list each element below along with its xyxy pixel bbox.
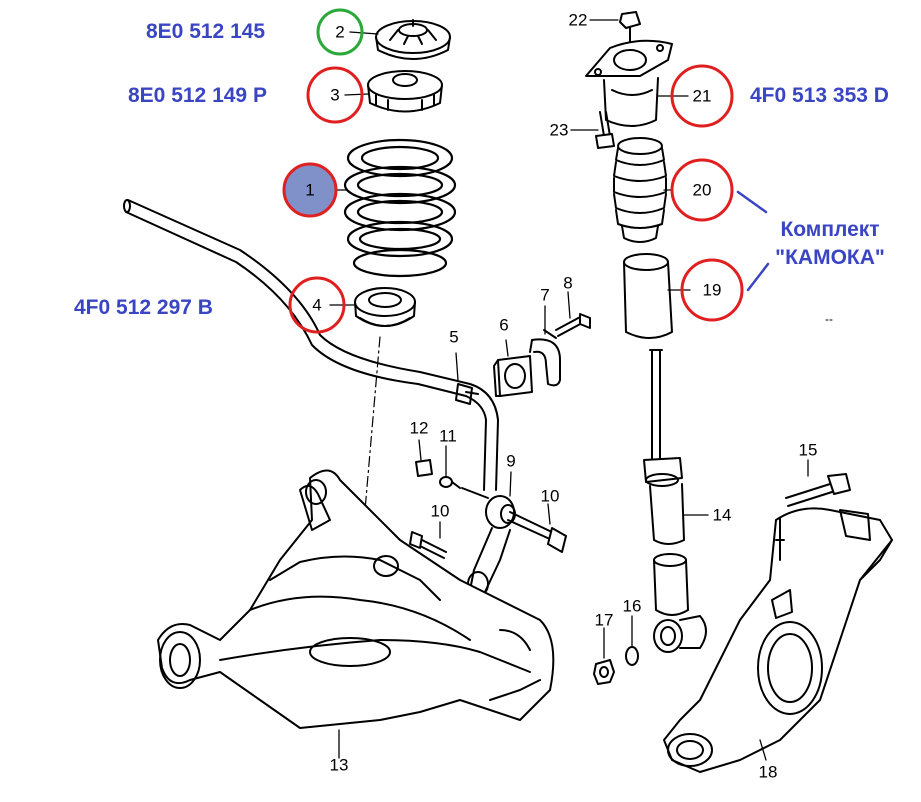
callout-15: 15 [799,441,818,460]
callout-19: 19 [703,281,722,300]
callout-7: 7 [540,286,549,305]
circle-2 [316,8,364,56]
callout-9: 9 [506,452,515,471]
leader-lines [327,19,809,761]
shock-top-mount [585,39,673,127]
callout-6: 6 [499,316,508,335]
callout-16: 16 [623,597,642,616]
callout-5: 5 [449,328,458,347]
callout-12: 12 [410,419,429,438]
kit-note-connectors [736,190,770,292]
callout-17: 17 [595,611,614,630]
callout-4: 4 [312,296,321,315]
shock-top-nut [619,11,641,45]
part-number-3: 8E0 512 149 P [128,84,267,107]
callout-10-left: 10 [431,502,450,521]
circle-3 [306,66,364,124]
lower-spring-pad [354,287,416,327]
dust-boot [623,253,673,339]
callout-2: 2 [335,23,344,42]
clamp-bolt [555,313,591,337]
bump-stop [613,137,667,243]
link-nut-washer [415,459,461,489]
kit-note-line2: "КАМОКА" [775,246,885,269]
circle-21 [670,64,734,128]
kit-note: Комплект "КАМОКА" [760,216,900,272]
spring-seat [367,70,443,113]
callout-11: 11 [439,427,457,446]
bush-clamp [529,329,561,387]
callout-23: 23 [550,121,569,140]
callout-13: 13 [330,756,349,775]
callout-22: 22 [569,11,588,30]
circle-20 [670,158,734,222]
wheel-carrier [663,507,893,773]
callout-8: 8 [563,274,572,293]
coil-spring [343,138,457,278]
anti-roll-bar [123,199,499,491]
highlight-circles [282,8,744,334]
shock-lower-nut-washer [593,646,639,685]
circle-1 [282,162,338,218]
part-number-4: 4F0 512 297 B [74,296,213,319]
rear-subframe [157,469,555,729]
circle-4 [288,276,346,334]
part-number-2: 8E0 512 145 [146,20,266,43]
callout-1: 1 [305,181,314,200]
mount-bolt [595,111,615,149]
callout-20: 20 [693,181,712,200]
shock-absorber [643,349,707,653]
part-number-21: 4F0 513 353 D [750,84,889,107]
callout-3: 3 [330,86,339,105]
circle-19 [680,258,744,322]
callout-10-right: 10 [541,487,560,506]
kit-note-line1: Комплект [780,218,880,241]
anti-roll-bar-bush [493,355,533,397]
upper-spring-pad [375,19,451,60]
knuckle-bolt [785,473,851,507]
callout-21: 21 [693,87,712,106]
link-bolt-lower [409,531,447,559]
callout-14: 14 [713,506,732,525]
callout-18: 18 [759,763,778,782]
drop-link [461,487,516,597]
link-bolt-upper [507,511,567,553]
